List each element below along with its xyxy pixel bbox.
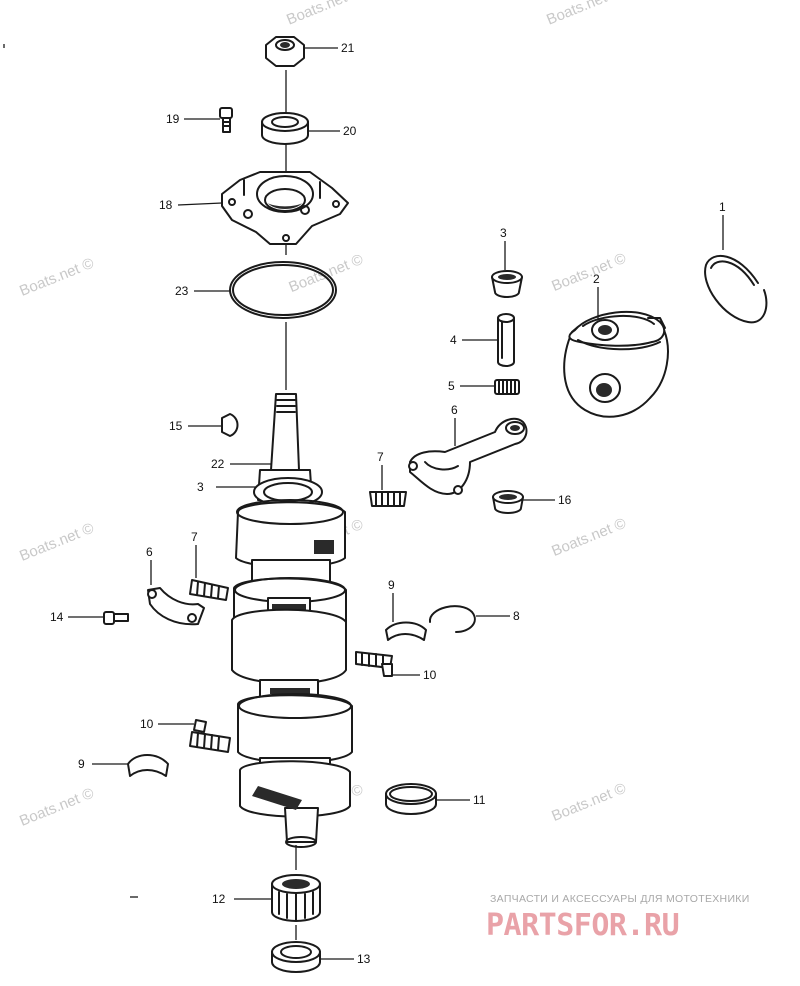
part-needle-bearing-half [189,579,229,601]
part-lower-ring [385,783,437,815]
brand-block: ЗАПЧАСТИ И АКСЕССУАРЫ ДЛЯ МОТОТЕХНИКИ PA… [486,893,750,943]
part-rod-cap [147,587,205,626]
part-bearing-race-half [385,621,427,641]
callout-number: 3 [197,480,204,494]
part-nut [265,36,305,67]
callout-number: 12 [212,892,226,906]
part-lower-seal [271,941,321,973]
callout-number: 1 [719,200,726,214]
callout-number: 15 [169,419,183,433]
callout-number: 14 [50,610,64,624]
callout-number: 5 [448,379,455,393]
part-o-ring [229,261,337,319]
part-needle-bearing-half [369,491,407,507]
callout-number: 16 [558,493,572,507]
part-bolt [219,107,233,133]
watermark: Boats.net © [549,515,628,560]
callout-number: 4 [450,333,457,347]
part-needle-bearing [494,379,520,395]
part-rod-screw [103,611,129,625]
part-oil-seal [261,112,309,145]
part-wrist-pin [497,313,515,367]
callout-number: 9 [78,757,85,771]
part-piston-ring [704,255,768,324]
callout-number: 7 [191,530,198,544]
callout-number: 21 [341,41,355,55]
watermark: Boats.net © [17,520,96,565]
part-connecting-rod [408,417,528,495]
callout-number: 11 [473,793,486,807]
part-crankshaft [231,393,353,848]
part-needle-bearing-race [491,270,523,298]
leader-line [177,202,223,206]
part-bearing-race-half [127,754,169,777]
callout-number: 19 [166,112,180,126]
callout-number: 22 [211,457,225,471]
callout-number: 6 [451,403,458,417]
watermark: Boats.net © [549,250,628,295]
callout-number: 10 [423,668,437,682]
callout-number: 8 [513,609,520,623]
callout-number: 2 [593,272,600,286]
part-piston [563,310,669,418]
watermark: Boats.net © [17,785,96,830]
callout-number: 6 [146,545,153,559]
watermark: Boats.net © [284,0,363,29]
callout-number: 9 [388,578,395,592]
watermark: Boats.net © [17,255,96,300]
part-roller-bearing [271,874,321,922]
callout-number: 23 [175,284,189,298]
part-bearing-flange [221,171,349,245]
watermark: Boats.net © [549,780,628,825]
callout-number: 20 [343,124,357,138]
brand-tagline: ЗАПЧАСТИ И АКСЕССУАРЫ ДЛЯ МОТОТЕХНИКИ [490,893,750,905]
part-woodruff-key [221,413,239,437]
callout-number: 3 [500,226,507,240]
watermark: Boats.net © [544,0,623,29]
part-needle-bearing-half [189,719,231,753]
brand-logo: PARTSFOR.RU [486,908,679,943]
part-needle-bearing-race [492,490,524,514]
callout-number: 10 [140,717,154,731]
part-needle-bearing-half [355,651,393,677]
callout-number: 7 [377,450,384,464]
part-retaining-ring [429,605,476,633]
callout-number: 18 [159,198,173,212]
callout-number: 13 [357,952,371,966]
